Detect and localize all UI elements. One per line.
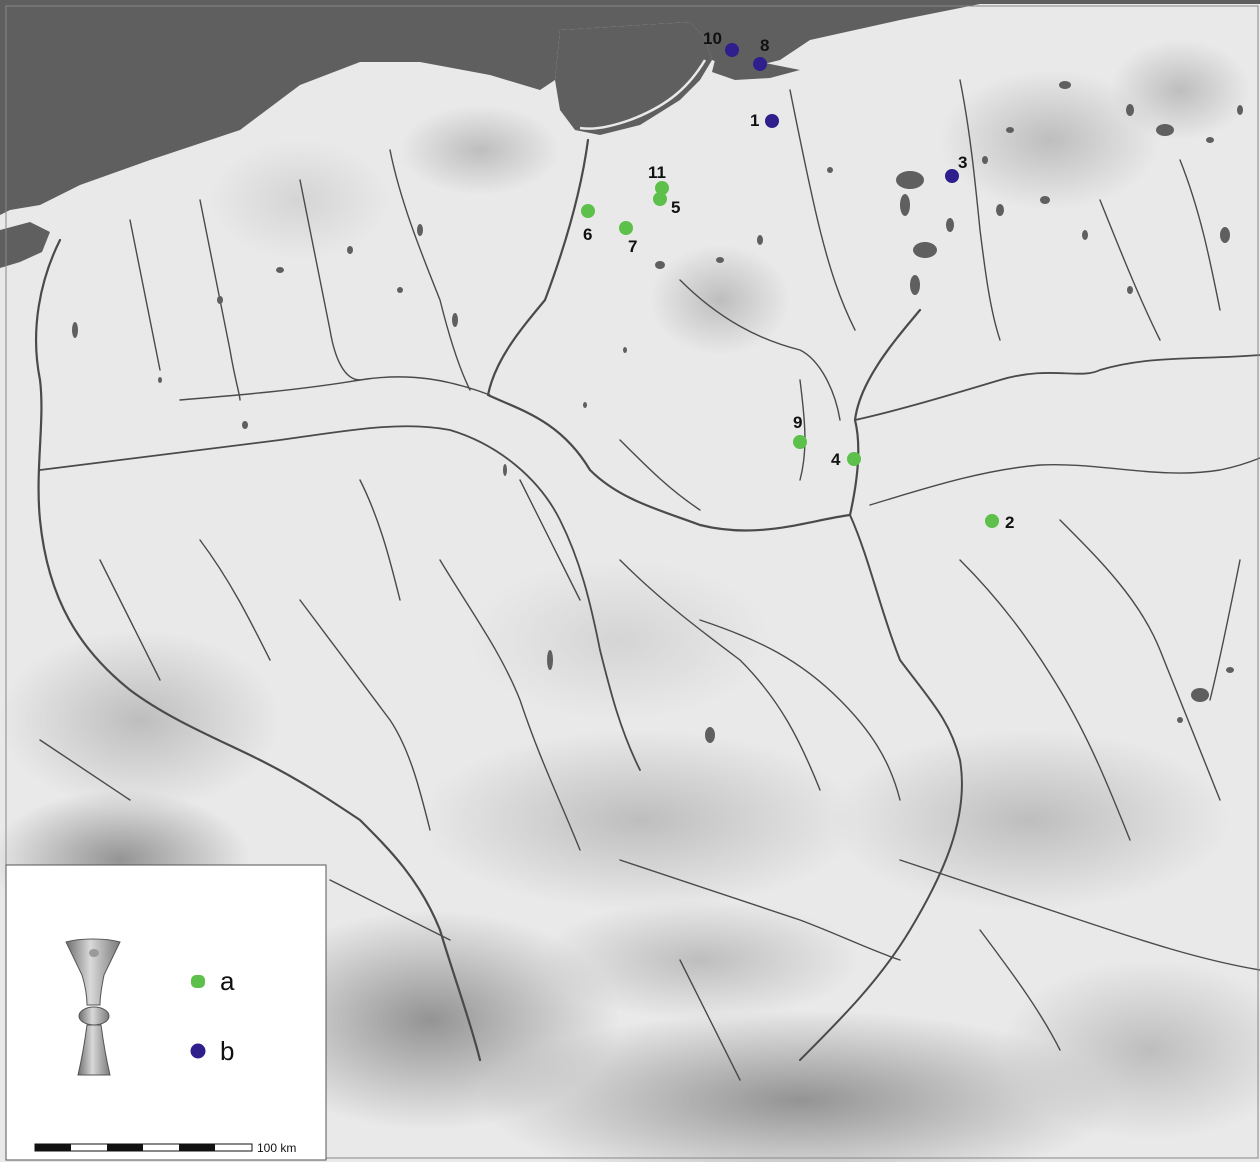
site-7: 7 (619, 221, 637, 256)
site-2: 2 (985, 513, 1014, 532)
legend-item-a: a (191, 966, 235, 996)
site-label: 9 (793, 413, 802, 432)
site-marker (985, 514, 999, 528)
sites: 1 2 3 4 5 6 7 8 (581, 29, 1014, 532)
site-label: 4 (831, 450, 841, 469)
site-marker (655, 181, 669, 195)
site-marker (725, 43, 739, 57)
spit (579, 59, 707, 130)
site-label: 2 (1005, 513, 1014, 532)
relief-shading (0, 40, 1260, 1162)
site-marker (753, 57, 767, 71)
legend-label-a: a (220, 966, 235, 996)
legend-marker-a (191, 975, 205, 988)
site-label: 5 (671, 198, 680, 217)
site-label: 10 (703, 29, 722, 48)
site-marker (945, 169, 959, 183)
site-marker (793, 435, 807, 449)
site-5: 5 (653, 192, 680, 217)
legend-item-b: b (190, 1036, 234, 1066)
site-10: 10 (703, 29, 739, 57)
site-11: 11 (648, 163, 669, 195)
legend-marker-b (190, 1043, 206, 1059)
site-label: 6 (583, 225, 592, 244)
site-marker (765, 114, 779, 128)
lakes (72, 81, 1243, 743)
scale-bar: 100 km (34, 1141, 296, 1155)
site-marker (581, 204, 595, 218)
site-9: 9 (793, 413, 807, 449)
site-8: 8 (753, 36, 769, 71)
site-marker (619, 221, 633, 235)
site-label: 7 (628, 237, 637, 256)
axe-illustration (65, 938, 121, 1076)
lagoon-east (712, 60, 800, 80)
map-frame (5, 5, 1259, 1159)
site-4: 4 (831, 450, 861, 469)
scale-label: 100 km (257, 1141, 296, 1155)
legend-background (5, 864, 327, 1161)
site-marker (653, 192, 667, 206)
gulf (555, 22, 712, 135)
site-marker (847, 452, 861, 466)
rivers (35, 79, 1260, 1081)
legend-label-b: b (220, 1036, 234, 1066)
site-3: 3 (945, 153, 967, 183)
legend-panel: a b 100 km (5, 864, 327, 1161)
site-label: 11 (648, 163, 666, 182)
site-label: 8 (760, 36, 769, 55)
site-1: 1 (750, 111, 779, 130)
lagoon-west (0, 222, 50, 268)
site-label: 1 (750, 111, 759, 130)
sea (0, 0, 1260, 215)
site-6: 6 (581, 204, 595, 244)
site-label: 3 (958, 153, 967, 172)
